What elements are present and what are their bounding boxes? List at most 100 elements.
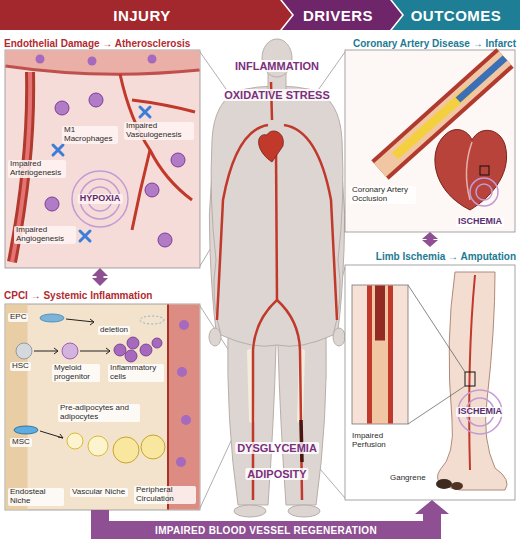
- driver-label: ISCHEMIA: [456, 407, 504, 417]
- stage-label: DRIVERS: [303, 7, 381, 24]
- gangrene-toe: [436, 479, 452, 489]
- stage-label: INJURY: [113, 7, 178, 24]
- panel-frame: [345, 265, 515, 500]
- macrophage: [145, 183, 159, 197]
- part-label: M1 Macrophages: [62, 126, 118, 144]
- coronary-branch: [466, 142, 472, 200]
- ischemia-ring: [476, 184, 492, 200]
- part-label: Vascular Niche: [70, 488, 128, 497]
- inflammatory-cells: [114, 337, 162, 362]
- cell-arrow: [80, 348, 110, 354]
- blood-cell: [88, 57, 97, 66]
- part-label: Coronary Artery Occlusion: [350, 186, 416, 204]
- macrophage: [55, 101, 69, 115]
- part-label: MSC: [10, 438, 32, 447]
- edge-label: IMPAIRED BLOOD VESSEL REGENERATION: [151, 524, 381, 537]
- driver-label: ISCHEMIA: [456, 217, 504, 227]
- inflammatory-cell: [125, 350, 137, 362]
- part-label: Impaired Angiogenesis: [14, 226, 76, 244]
- pre-adipocyte: [88, 436, 108, 456]
- part-label: EPC: [8, 313, 28, 322]
- inset-blood: [375, 286, 385, 341]
- arrow-head: [422, 240, 438, 247]
- vessel-wall: [167, 305, 169, 510]
- adipocyte: [113, 437, 139, 463]
- inset-lumen: [372, 286, 388, 424]
- driver-label: HYPOXIA: [78, 194, 123, 204]
- part-label: Peripheral Circulation: [134, 486, 196, 504]
- part-label: Myeloid progenitor: [52, 364, 100, 382]
- part-label: Inflammatory cells: [108, 364, 164, 382]
- x-mark: [140, 107, 150, 117]
- inset-artery: [367, 286, 393, 424]
- part-label: Impaired Perfusion: [350, 432, 406, 450]
- circulating-cells: [176, 320, 191, 467]
- blood-cell: [36, 55, 45, 64]
- stem-cell: [16, 343, 32, 359]
- progenitor-cell: [40, 314, 64, 322]
- vessel-lumen: [6, 51, 200, 75]
- blood-flow: [458, 58, 505, 100]
- inflammatory-cell: [152, 338, 162, 348]
- macrophage: [45, 197, 59, 211]
- femur-bone: [250, 352, 252, 420]
- vessel-strip: [168, 305, 200, 510]
- inset-frame: [352, 285, 408, 424]
- panel-heading: CPCI → Systemic Inflammation: [4, 286, 216, 303]
- arrow-head: [92, 278, 108, 286]
- body-foot: [234, 505, 266, 517]
- capillary-tree: [120, 74, 195, 230]
- inflammatory-cell: [127, 337, 139, 349]
- leg: [438, 272, 508, 490]
- blood-vessel: [284, 125, 337, 320]
- part-label: Impaired Arteriogenesis: [8, 160, 66, 178]
- chevron-fill: [392, 0, 520, 30]
- leader-line: [408, 386, 465, 424]
- part-label: Gangrene: [388, 474, 428, 483]
- x-mark: [80, 231, 90, 241]
- bone-strip: [6, 305, 28, 510]
- driver-label: INFLAMMATION: [233, 60, 321, 72]
- stage-label: OUTCOMES: [411, 7, 502, 24]
- stage-chevron: OUTCOMES: [392, 0, 520, 30]
- inflammatory-cell: [177, 367, 187, 377]
- part-label: Impaired Vasculogenesis: [124, 122, 194, 140]
- macrophage: [158, 233, 172, 247]
- cell-arrow: [66, 319, 94, 325]
- cell-arrow: [40, 431, 63, 438]
- panel-box: CPCI → Systemic Inflammation: [4, 286, 216, 510]
- panel-frame: [5, 50, 200, 268]
- hypoxia-ring: [72, 171, 128, 227]
- part-label: deletion: [98, 326, 130, 335]
- leader-line: [408, 285, 465, 372]
- panel-frame: [5, 304, 200, 510]
- part-label: HSC: [10, 362, 31, 371]
- bones: [250, 352, 302, 420]
- leader-lines: [200, 52, 345, 508]
- inflammatory-cell: [179, 320, 189, 330]
- arrow-head: [415, 500, 449, 514]
- gangrene-toe: [451, 482, 463, 490]
- body-vessels: [217, 82, 337, 500]
- ischemia-ring: [470, 178, 498, 206]
- part-label: Pre-adipocytes and adipocytes: [58, 404, 140, 422]
- inflammatory-cell: [114, 344, 126, 356]
- myeloid-cell: [62, 343, 78, 359]
- macrophage: [171, 153, 185, 167]
- blood-cell: [148, 55, 157, 64]
- pre-adipocyte: [67, 433, 83, 449]
- focus-box: [480, 166, 489, 175]
- part-label: Endosteal Niche: [8, 488, 64, 506]
- panel-heading: Coronary Artery Disease → Infarct: [330, 34, 516, 51]
- body-foot: [288, 505, 320, 517]
- panel-heading: Limb Ischemia → Amputation: [330, 247, 516, 264]
- stage-chevron: DRIVERS: [282, 0, 402, 30]
- connector-group: [422, 232, 438, 247]
- body-silhouette: [209, 39, 345, 517]
- arrow-head: [422, 232, 438, 239]
- blood-vessel: [271, 82, 272, 120]
- cell-arrow: [34, 348, 58, 354]
- chevron-fill: [282, 0, 402, 30]
